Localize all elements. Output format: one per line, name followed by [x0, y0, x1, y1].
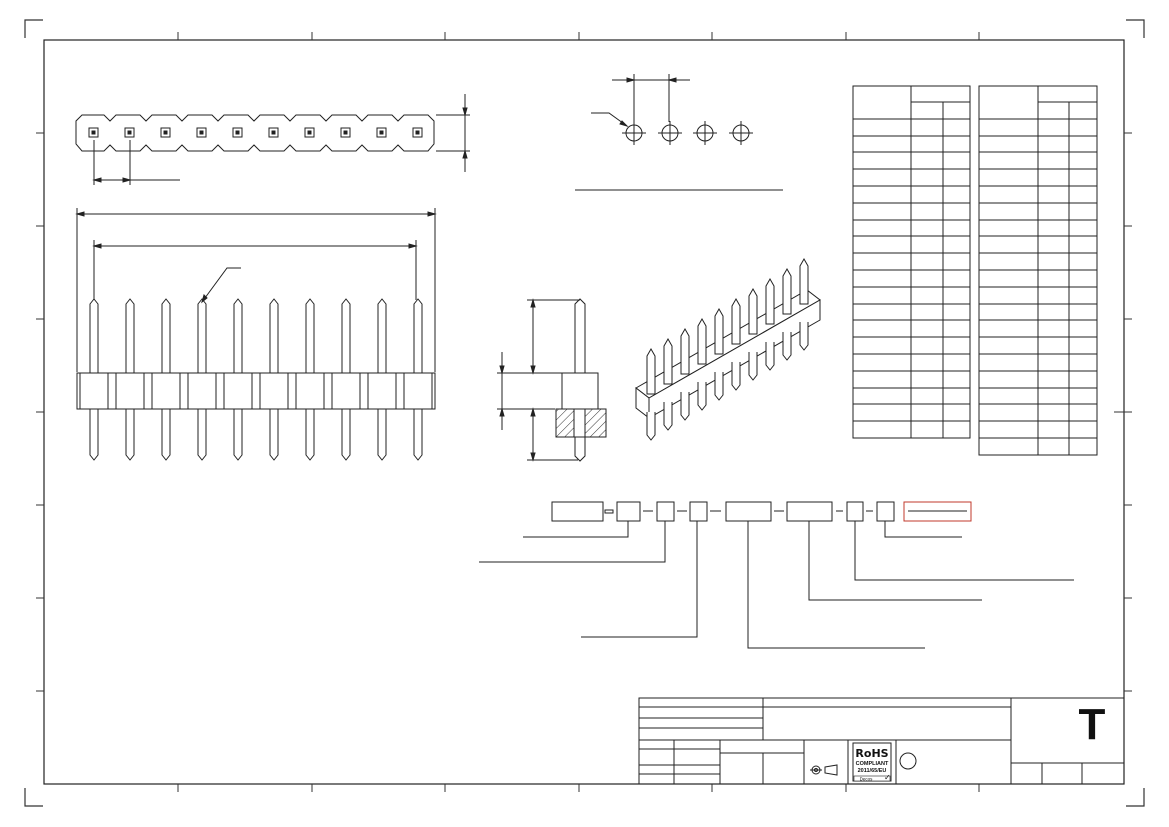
rohs-line1: COMPLIANT: [856, 761, 889, 767]
top-view-outline: [75, 114, 435, 152]
crop-marks: [24, 19, 1145, 807]
pn-box-highlight: [903, 501, 972, 522]
pcb-holes: [622, 121, 753, 145]
table-right: [978, 85, 1098, 456]
table-left: [852, 85, 971, 439]
part-number-code: [479, 501, 1074, 649]
front-view: [75, 208, 437, 461]
pn-box-4: [689, 501, 708, 522]
front-view-pins: [79, 298, 433, 461]
zone-ticks: [36, 32, 1132, 792]
revision-circle: [899, 752, 917, 770]
isometric-view: [635, 257, 821, 441]
title-block: [638, 697, 1125, 785]
side-view: [497, 298, 607, 462]
company-logo: T: [1079, 700, 1106, 749]
pn-box-2: [616, 501, 641, 522]
pcb-layout: [575, 74, 783, 191]
pn-box-3: [656, 501, 675, 522]
iso-pins-bottom: [646, 322, 809, 441]
rohs-badge: RoHS COMPLIANT 2011/65/EU Decos ✓: [852, 742, 892, 782]
pn-box-7: [846, 501, 864, 522]
pn-box-8: [876, 501, 895, 522]
pn-box-6: [786, 501, 833, 522]
projection-symbol-icon: [810, 764, 838, 776]
pn-box-5: [725, 501, 772, 522]
rohs-footer: Decos: [860, 777, 874, 782]
check-icon: ✓: [884, 773, 891, 782]
iso-pins-top: [646, 257, 809, 395]
top-view-pin-squares: [88, 127, 423, 138]
pn-box-1: [551, 501, 604, 522]
rohs-title: RoHS: [855, 747, 888, 760]
rohs-line2: 2011/65/EU: [858, 768, 887, 774]
top-view: [75, 94, 470, 185]
